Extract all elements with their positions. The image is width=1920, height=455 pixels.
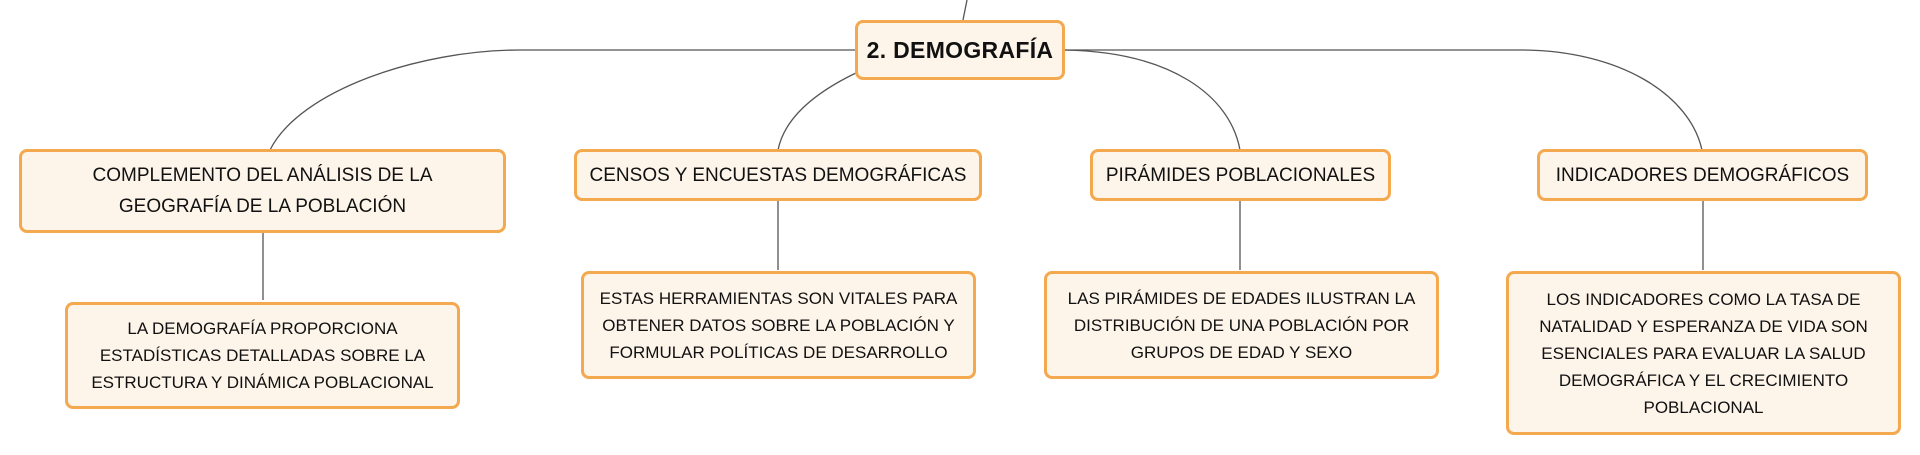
topic-node-censos[interactable]: CENSOS Y ENCUESTAS DEMOGRÁFICAS: [574, 149, 982, 201]
connector-parent-stub: [962, 0, 968, 21]
topic-node-label: COMPLEMENTO DEL ANÁLISIS DE LA GEOGRAFÍA…: [92, 165, 433, 217]
detail-node-geografia[interactable]: LA DEMOGRAFÍA PROPORCIONA ESTADÍSTICAS D…: [65, 302, 460, 409]
topic-node-geografia[interactable]: COMPLEMENTO DEL ANÁLISIS DE LA GEOGRAFÍA…: [19, 149, 506, 233]
topic-node-label: CENSOS Y ENCUESTAS DEMOGRÁFICAS: [589, 164, 967, 186]
detail-node-text: LA DEMOGRAFÍA PROPORCIONA ESTADÍSTICAS D…: [91, 319, 434, 392]
detail-node-indicadores[interactable]: LOS INDICADORES COMO LA TASA DE NATALIDA…: [1506, 271, 1901, 435]
detail-node-censos[interactable]: ESTAS HERRAMIENTAS SON VITALES PARA OBTE…: [581, 271, 976, 379]
topic-node-label: PIRÁMIDES POBLACIONALES: [1105, 164, 1376, 186]
connector-root-topic-2: [777, 71, 859, 151]
root-node[interactable]: 2. DEMOGRAFÍA: [855, 20, 1065, 80]
connector-root-topic-3: [1064, 49, 1241, 151]
connector-root-topic-1: [269, 49, 855, 151]
topic-node-label: INDICADORES DEMOGRÁFICOS: [1555, 164, 1850, 186]
detail-node-text: LOS INDICADORES COMO LA TASA DE NATALIDA…: [1539, 289, 1868, 417]
root-node-label: 2. DEMOGRAFÍA: [866, 36, 1054, 63]
connector-root-topic-4: [1065, 49, 1703, 151]
detail-node-text: LAS PIRÁMIDES DE EDADES ILUSTRAN LA DIST…: [1067, 288, 1416, 362]
topic-node-indicadores[interactable]: INDICADORES DEMOGRÁFICOS: [1537, 149, 1868, 201]
topic-node-piramides[interactable]: PIRÁMIDES POBLACIONALES: [1090, 149, 1391, 201]
detail-node-piramides[interactable]: LAS PIRÁMIDES DE EDADES ILUSTRAN LA DIST…: [1044, 271, 1439, 379]
detail-node-text: ESTAS HERRAMIENTAS SON VITALES PARA OBTE…: [599, 288, 958, 362]
